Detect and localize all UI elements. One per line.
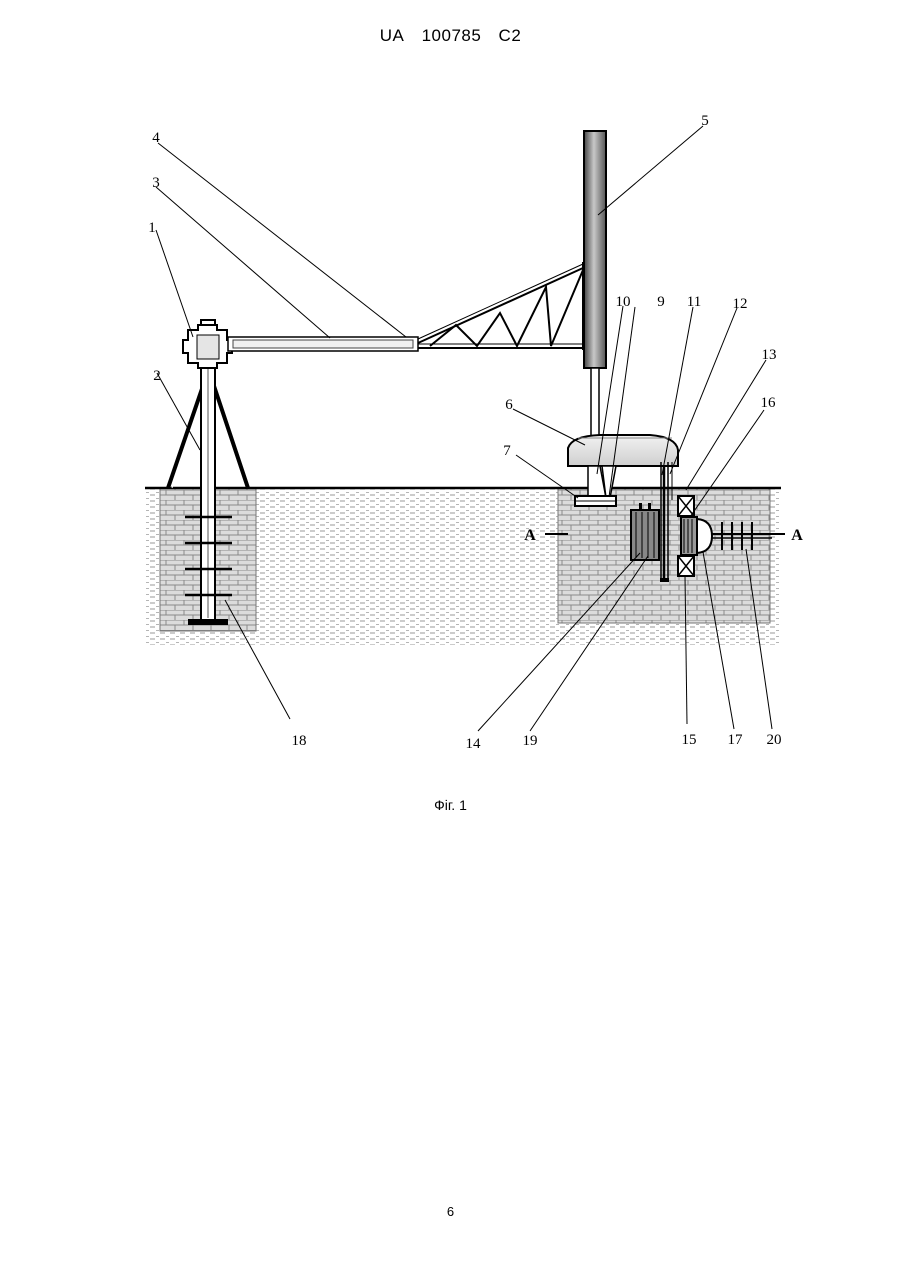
label-4: 4 xyxy=(152,130,160,146)
reference-labels: 1 2 3 4 5 6 7 9 10 11 12 13 16 18 14 19 … xyxy=(148,113,803,752)
label-10: 10 xyxy=(616,294,631,310)
pump-block xyxy=(631,503,659,560)
label-5: 5 xyxy=(701,113,709,129)
label-13: 13 xyxy=(762,347,777,363)
page-number: 6 xyxy=(0,1204,901,1219)
label-9: 9 xyxy=(657,294,665,310)
section-mark-left: A xyxy=(524,527,536,544)
generator xyxy=(681,517,712,555)
label-17: 17 xyxy=(728,732,744,748)
housing xyxy=(568,435,678,466)
label-6: 6 xyxy=(505,397,513,413)
label-1: 1 xyxy=(148,220,156,236)
label-20: 20 xyxy=(767,732,782,748)
label-12: 12 xyxy=(733,296,748,312)
section-mark-right: A xyxy=(791,527,803,544)
label-2: 2 xyxy=(153,368,161,384)
label-19: 19 xyxy=(523,733,538,749)
label-16: 16 xyxy=(761,395,777,411)
vertical-rotor xyxy=(584,131,606,440)
boom xyxy=(228,337,583,351)
label-15: 15 xyxy=(682,732,697,748)
truss xyxy=(418,262,583,350)
label-14: 14 xyxy=(466,736,482,752)
label-11: 11 xyxy=(687,294,701,310)
label-18: 18 xyxy=(292,733,307,749)
figure-caption: Фіг. 1 xyxy=(0,797,901,813)
label-7: 7 xyxy=(503,443,511,459)
label-3: 3 xyxy=(152,175,160,191)
